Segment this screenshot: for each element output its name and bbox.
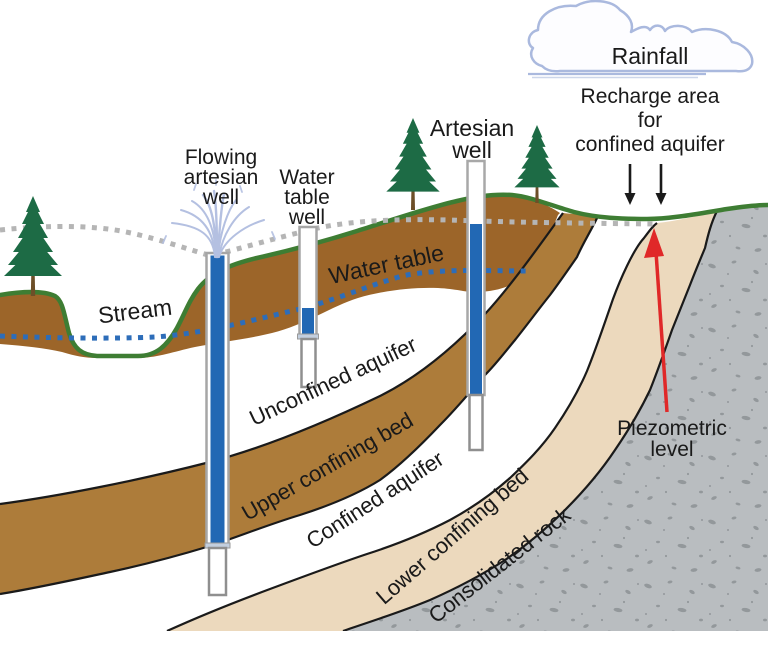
layer-boundary-lines bbox=[0, 210, 718, 631]
rainfall-label: Rainfall bbox=[612, 43, 689, 69]
flowing-artesian-well-label-line3: well bbox=[202, 186, 239, 209]
well-screen bbox=[300, 337, 317, 389]
piezometric-level-label-line1: Piezometric bbox=[617, 417, 727, 440]
red-arrow-head bbox=[644, 228, 664, 258]
land-surface-line bbox=[0, 192, 768, 359]
recharge-area-label-line1: Recharge area bbox=[581, 85, 720, 108]
upper-confining-bottom-boundary bbox=[0, 215, 599, 596]
recharge-area-label-line3: confined aquifer bbox=[575, 133, 724, 156]
piezometric-level-label-line2: level bbox=[650, 438, 693, 461]
rain-cloud: Rainfall bbox=[527, 0, 754, 79]
piezometric-pointer-arrow bbox=[644, 228, 669, 413]
artesian-well-label-line2: well bbox=[451, 137, 492, 163]
water-table-well-label-line2: table bbox=[284, 186, 330, 209]
consolidated-rock-layer bbox=[343, 205, 768, 631]
water-spray-stroke bbox=[180, 209, 216, 258]
water-spray-stroke bbox=[217, 199, 237, 258]
upper-confining-top-boundary bbox=[0, 212, 564, 506]
well-screen bbox=[468, 393, 484, 452]
flowing-artesian-well-label-line1: Flowing bbox=[185, 146, 257, 169]
well-water-column bbox=[302, 308, 314, 335]
down-arrow-head bbox=[624, 193, 636, 205]
lower-confining-top-boundary bbox=[166, 222, 658, 631]
well-screen bbox=[207, 546, 228, 597]
well-water-column bbox=[470, 224, 482, 394]
artesian-well bbox=[466, 159, 486, 452]
consolidated-rock-top-boundary bbox=[342, 210, 718, 631]
water-table-line bbox=[0, 267, 529, 341]
recharge-area-label-line2: for bbox=[638, 109, 663, 132]
water-table-well-label-line3: well bbox=[288, 206, 325, 229]
flowing-artesian-well-label-line2: artesian bbox=[184, 166, 259, 189]
flowing-artesian-well bbox=[204, 251, 231, 597]
piezometric-level-line bbox=[0, 217, 655, 259]
pine-tree bbox=[4, 196, 62, 296]
down-arrow-head bbox=[655, 193, 667, 205]
recharge-arrows bbox=[624, 164, 667, 205]
well-water-column bbox=[210, 255, 225, 544]
stream-label: Stream bbox=[97, 294, 174, 329]
red-arrow-shaft bbox=[654, 251, 669, 413]
water-table-well bbox=[297, 225, 319, 389]
water-spray-stroke bbox=[218, 206, 250, 258]
cloud-outline bbox=[527, 0, 754, 73]
fountain-spray bbox=[162, 179, 276, 259]
topsoil-layer bbox=[0, 194, 560, 358]
upper-confining-bed-layer bbox=[0, 213, 598, 594]
water-spray-stroke bbox=[218, 219, 265, 258]
water-spray-stroke bbox=[212, 189, 219, 259]
water-droplets bbox=[162, 179, 276, 244]
artesian-well-label-line1: Artesian bbox=[430, 115, 514, 141]
water-table-well-label-line1: Water bbox=[279, 166, 334, 189]
pine-tree bbox=[514, 125, 560, 203]
